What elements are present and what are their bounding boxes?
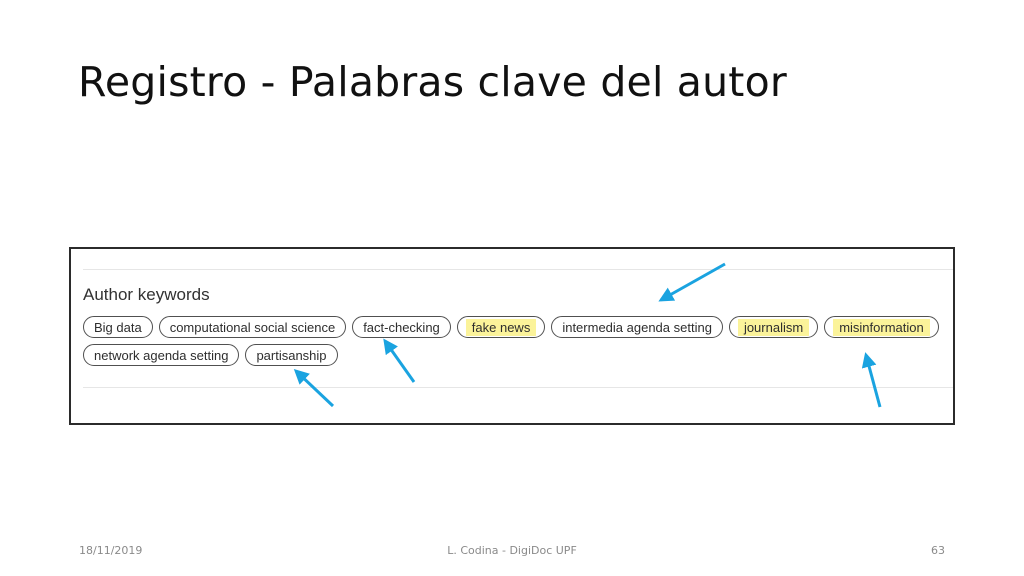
page-number: 63 <box>931 544 945 557</box>
keyword-journalism[interactable]: journalism <box>728 316 819 338</box>
author-keywords-heading: Author keywords <box>83 285 210 304</box>
footer-author: L. Codina - DigiDoc UPF <box>447 544 577 557</box>
keyword-intermedia-agenda-setting[interactable]: intermedia agenda setting <box>551 316 723 338</box>
author-keywords-screenshot: Author keywords Big data computational s… <box>69 247 955 425</box>
keyword-network-agenda-setting[interactable]: network agenda setting <box>83 344 240 366</box>
keyword-big-data[interactable]: Big data <box>83 316 153 338</box>
keywords-row-1: Big data computational social science fa… <box>83 316 939 338</box>
footer-date: 18/11/2019 <box>79 544 143 557</box>
keyword-misinformation[interactable]: misinformation <box>824 316 939 338</box>
keyword-partisanship[interactable]: partisanship <box>245 344 338 366</box>
keyword-computational-social-science[interactable]: computational social science <box>158 316 347 338</box>
divider-top <box>83 269 953 270</box>
keyword-fake-news[interactable]: fake news <box>456 316 546 338</box>
keywords-row-2: network agenda setting partisanship <box>83 344 338 366</box>
keyword-fact-checking[interactable]: fact-checking <box>352 316 451 338</box>
slide-title: Registro - Palabras clave del autor <box>78 58 787 106</box>
divider-bottom <box>83 387 953 388</box>
